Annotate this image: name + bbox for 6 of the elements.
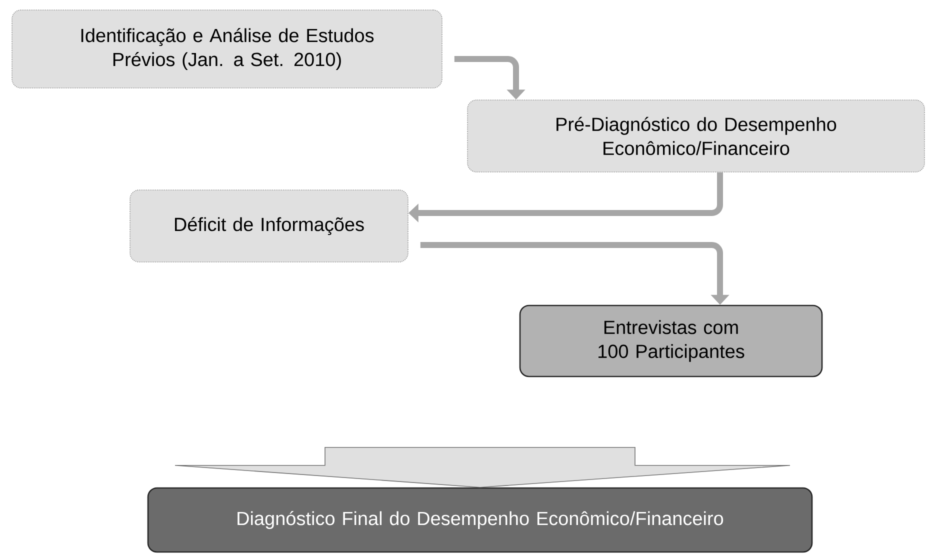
process-box: Pré-Diagnóstico do Desempenho Econômico/Financeiro [467,100,925,172]
process-box: Entrevistas com 100 Participantes [519,304,823,378]
block-arrow [174,446,790,488]
process-box: Déficit de Informações [130,190,408,262]
process-box: Identificação e Análise de Estudos Prévios (Jan. a Set. 2010) [12,10,442,88]
result-box: Diagnóstico Final do Desempenho Econômico/Financeiro [147,487,813,553]
